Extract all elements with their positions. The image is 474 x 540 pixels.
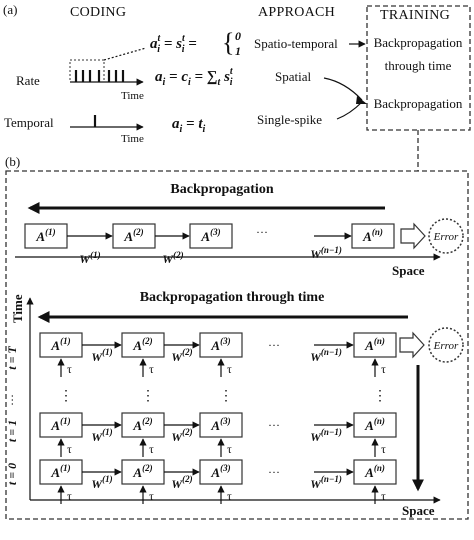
- bptt-ellipsis-r0: ···: [268, 338, 280, 352]
- bptt-weight-r2-w1: W(2): [171, 474, 192, 491]
- bptt-node-r1-c0: [39, 412, 83, 438]
- row-label-t-0: t = 0: [5, 463, 19, 485]
- temporal-equation: ai = ti: [172, 116, 206, 135]
- temporal-label: Temporal: [4, 115, 54, 130]
- top-space-label: Space: [392, 263, 425, 278]
- bptt-label-line1: Backpropagation: [374, 35, 463, 50]
- bptt-label-line2: through time: [385, 58, 452, 73]
- bptt-error-node: [428, 327, 464, 363]
- bptt-ellipsis-r2: ···: [268, 465, 280, 479]
- merge-arrowhead: [356, 96, 367, 104]
- svg-text:0: 0: [235, 29, 241, 43]
- tau-label-r2-c1: τ: [149, 489, 154, 503]
- top-output-arrow: [400, 222, 426, 250]
- top-error-node: [428, 218, 464, 254]
- top-chain: A(1) A(2) A(3) A(n) W(1) W(2) W(n−1) ···…: [24, 218, 464, 266]
- tau-label-r1-c1: τ: [149, 442, 154, 456]
- svg-text:1: 1: [235, 44, 241, 58]
- bptt-vdots-c0: ⋮: [59, 389, 73, 404]
- rate-label: Rate: [16, 73, 40, 88]
- top-weight-w1: W(1): [79, 250, 100, 266]
- top-weight-wn1: W(n−1): [310, 245, 342, 261]
- top-node-an: [351, 223, 395, 249]
- approach-single-spike: Single-spike: [257, 112, 322, 127]
- svg-text:ati = sti =: ati = sti =: [150, 33, 197, 55]
- bptt-weight-r0-w1: W(2): [171, 347, 192, 364]
- training-box: [366, 5, 471, 131]
- bptt-weight-r2-wn1: W(n−1): [310, 474, 342, 491]
- tau-label-r1-c0: τ: [67, 442, 72, 456]
- bptt-weight-r1-w1: W(2): [171, 427, 192, 444]
- bptt-node-r0-c3: [353, 332, 397, 358]
- top-weight-w2: W(2): [162, 250, 183, 266]
- bptt-title: Backpropagation through time: [140, 290, 325, 305]
- rate-time-label: Time: [121, 90, 144, 102]
- row-ellipsis: ···: [5, 394, 19, 406]
- tau-label-r1-c2: τ: [227, 442, 232, 456]
- rate-spike-train: [70, 70, 144, 86]
- bptt-vdots-c2: ⋮: [219, 389, 233, 404]
- panel-b-label: (b): [5, 154, 20, 169]
- bptt-grid: A(1)τA(2)τA(3)τA(n)τW(1)W(2)W(n−1)···A(1…: [39, 332, 397, 504]
- window-pointer: [103, 47, 147, 61]
- tau-label-r2-c2: τ: [227, 489, 232, 503]
- bptt-vdots-c3: ⋮: [373, 389, 387, 404]
- tau-label-r0-c0: τ: [67, 362, 72, 376]
- single-spike-arrow: [336, 101, 363, 120]
- bptt-node-r0-c0: [39, 332, 83, 358]
- approach-spatio-temporal: Spatio-temporal: [254, 36, 338, 51]
- bptt-node-r1-c2: [199, 412, 243, 438]
- top-node-a1: [24, 223, 68, 249]
- bptt-ellipsis-r1: ···: [268, 418, 280, 432]
- row-label-t-T: t = T: [5, 346, 19, 370]
- bptt-weight-r1-wn1: W(n−1): [310, 427, 342, 444]
- row-label-t-1: t = 1: [5, 420, 19, 442]
- bptt-node-r2-c3: [353, 459, 397, 485]
- bptt-node-r1-c1: [121, 412, 165, 438]
- bptt-weight-r0-w0: W(1): [91, 347, 112, 364]
- tau-label-r0-c1: τ: [149, 362, 154, 376]
- tau-label-r0-c3: τ: [381, 362, 386, 376]
- temporal-time-label: Time: [121, 133, 144, 145]
- bptt-weight-r2-w0: W(1): [91, 474, 112, 491]
- bptt-output-arrow: [399, 331, 425, 359]
- tau-label-r0-c2: τ: [227, 362, 232, 376]
- training-header: TRAINING: [380, 8, 450, 23]
- panel-a-label: (a): [3, 2, 17, 17]
- bptt-vdots-c1: ⋮: [141, 389, 155, 404]
- coding-header: CODING: [70, 5, 126, 20]
- bptt-weight-r0-wn1: W(n−1): [310, 347, 342, 364]
- top-node-a3: [189, 223, 233, 249]
- bptt-error-label: Error: [433, 340, 459, 352]
- panel-b-frame: [5, 170, 469, 520]
- approach-spatial: Spatial: [275, 69, 311, 84]
- bp-title: Backpropagation: [170, 182, 273, 197]
- top-error-label: Error: [433, 231, 459, 243]
- bptt-weight-r1-w0: W(1): [91, 427, 112, 444]
- bptt-node-r0-c2: [199, 332, 243, 358]
- temporal-spike-train: [70, 115, 144, 131]
- top-ellipsis: ···: [256, 225, 268, 239]
- bptt-node-r0-c1: [121, 332, 165, 358]
- bptt-node-r2-c2: [199, 459, 243, 485]
- tau-label-r2-c3: τ: [381, 489, 386, 503]
- tau-label-r2-c0: τ: [67, 489, 72, 503]
- spatial-arrow: [323, 77, 363, 101]
- bp-label: Backpropagation: [374, 96, 463, 111]
- approach-header: APPROACH: [258, 5, 335, 20]
- space-axis-label: Space: [402, 503, 435, 518]
- svg-text:{: {: [222, 28, 234, 57]
- top-node-a2: [112, 223, 156, 249]
- tau-label-r1-c3: τ: [381, 442, 386, 456]
- time-axis-label: Time: [10, 294, 25, 323]
- bptt-node-r1-c3: [353, 412, 397, 438]
